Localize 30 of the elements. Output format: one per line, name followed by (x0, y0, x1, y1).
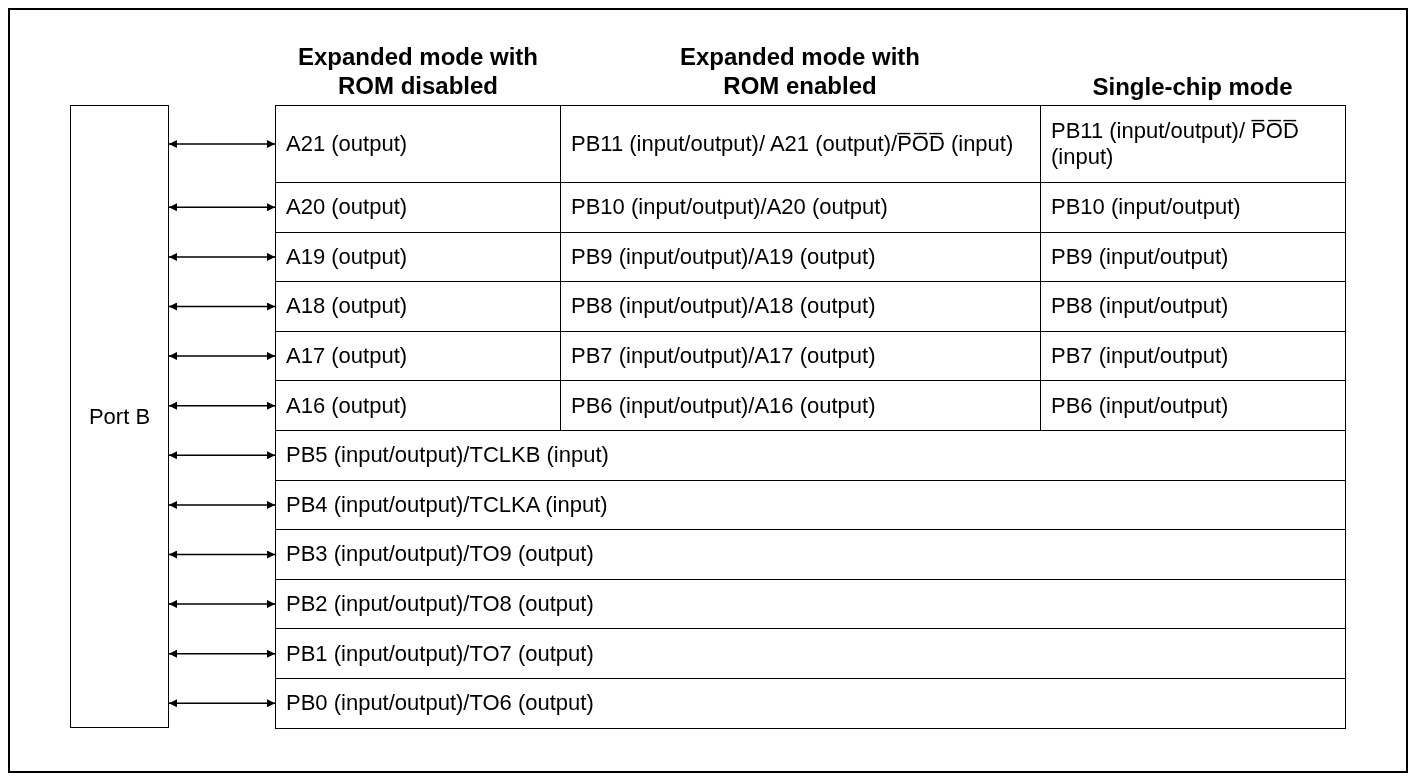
double-arrow (168, 500, 276, 509)
double-arrow (168, 649, 276, 658)
pin-function-cell: PB11 (input/output)/ A21 (output)/P̅O̅D̅ (input) (560, 105, 1042, 183)
column-header: Expanded mode with ROM disabled (298, 43, 538, 99)
pin-function-cell: PB9 (input/output) (1040, 231, 1346, 283)
pin-function-cell: PB10 (input/output) (1040, 182, 1346, 233)
double-arrow (168, 600, 276, 609)
double-arrow (168, 302, 276, 311)
double-arrow (168, 140, 276, 148)
pin-function-cell: PB2 (input/output)/TO8 (output) (275, 578, 1346, 630)
pin-function-cell: PB6 (input/output) (1040, 380, 1346, 431)
pin-function-cell: PB8 (input/output) (1040, 281, 1346, 332)
double-arrow (168, 352, 276, 361)
column-header: Expanded mode with ROM enabled (680, 43, 920, 99)
double-arrow (168, 699, 276, 708)
column-header: Single-chip mode (1092, 73, 1293, 100)
double-arrow (168, 203, 276, 212)
pin-function-cell: A21 (output) (275, 105, 562, 183)
double-arrow (168, 252, 276, 261)
pin-function-cell: PB4 (input/output)/TCLKA (input) (275, 479, 1346, 531)
port-block: Port B (70, 105, 169, 728)
pin-function-cell: PB11 (input/output)/ P̅O̅D̅ (input) (1040, 105, 1346, 183)
double-arrow (168, 451, 276, 460)
pin-function-cell: PB3 (input/output)/TO9 (output) (275, 529, 1346, 580)
double-arrow (168, 401, 276, 410)
pin-function-cell: PB7 (input/output) (1040, 330, 1346, 382)
pin-function-cell: PB5 (input/output)/TCLKB (input) (275, 430, 1346, 481)
pin-function-cell: PB0 (input/output)/TO6 (output) (275, 678, 1346, 729)
pin-function-cell: PB1 (input/output)/TO7 (output) (275, 628, 1346, 679)
double-arrow (168, 550, 276, 559)
